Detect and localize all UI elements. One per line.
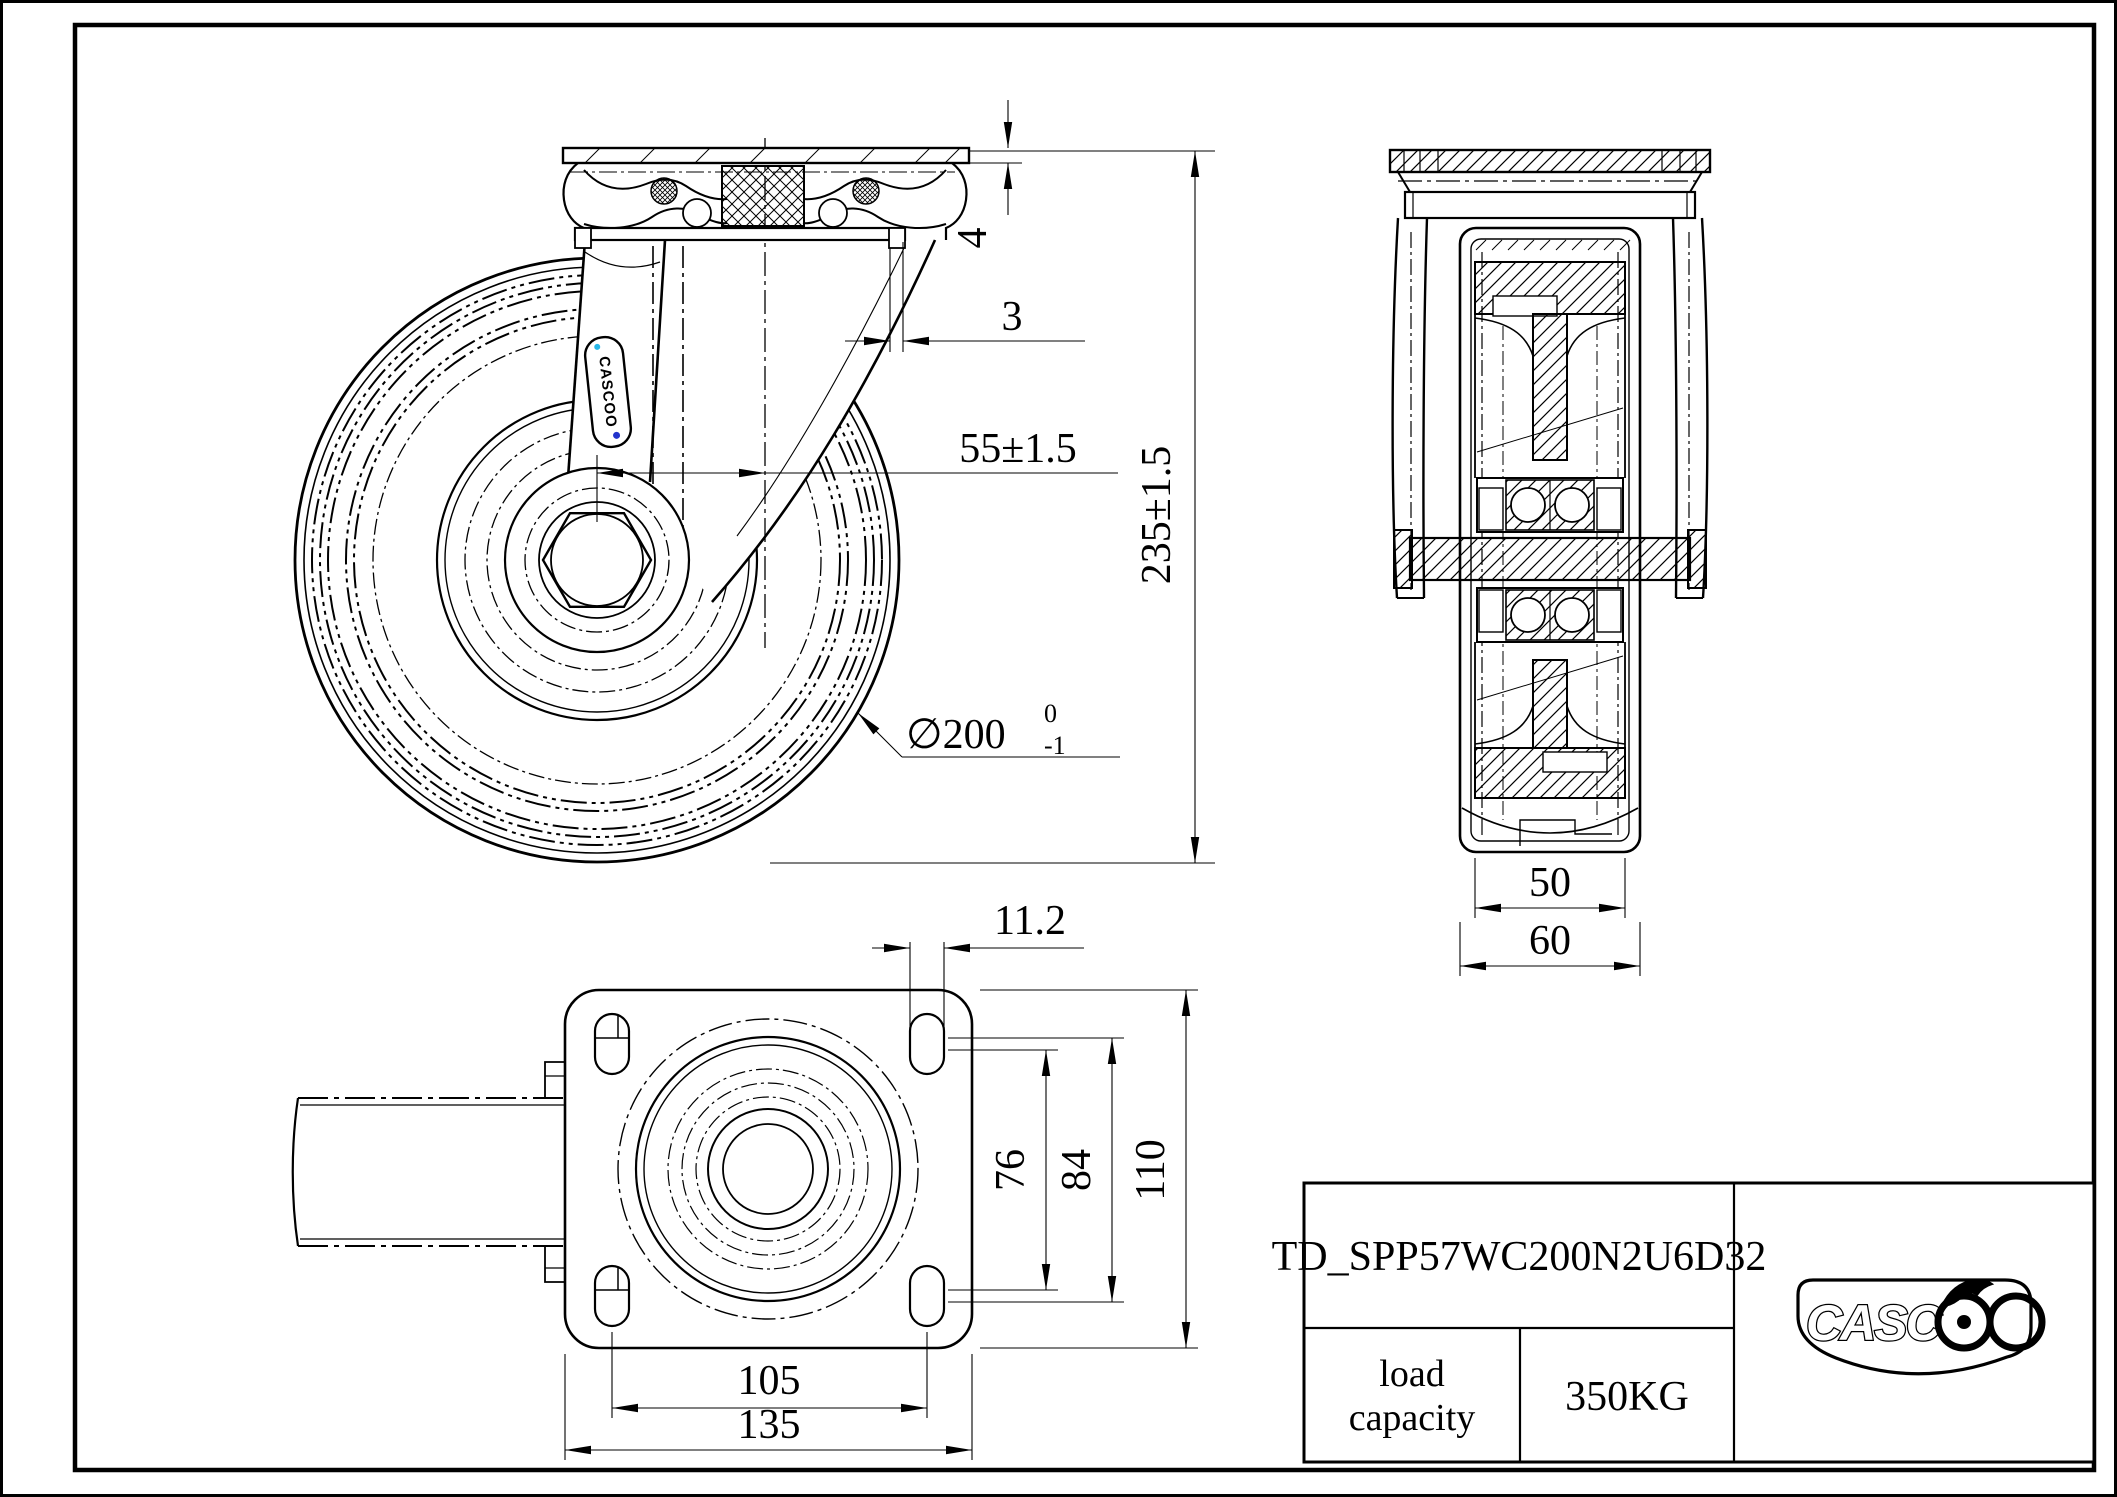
- bolt-slot: [908, 1264, 946, 1328]
- dimensions-side-view: [596, 100, 1215, 864]
- dim-plate-length: 135: [738, 1402, 801, 1448]
- lower-ball-bearing: [682, 198, 712, 228]
- top-plate-section: [561, 146, 971, 165]
- front-view: [1388, 148, 1712, 854]
- dim-wheel-dia-tol-bottom: -1: [1044, 731, 1066, 760]
- bolt-slot: [593, 1264, 631, 1328]
- load-capacity-label-line1: load: [1379, 1353, 1444, 1395]
- load-capacity-value: 350KG: [1565, 1374, 1689, 1420]
- dim-plate-depth: 110: [1128, 1139, 1174, 1200]
- dimension-labels-front: 50 60: [1529, 860, 1571, 964]
- plate-center-circles: [617, 1018, 919, 1320]
- dim-wheel-width: 60: [1529, 918, 1571, 964]
- load-capacity-label-line2: capacity: [1349, 1397, 1476, 1439]
- logo-ring-o: [1986, 1292, 2046, 1352]
- lower-ball-bearing: [818, 198, 848, 228]
- cascoo-logo: CASC: [1796, 1278, 2046, 1376]
- dimensions-plate-view: [564, 942, 1198, 1460]
- bolt-slot: [908, 1012, 946, 1076]
- logo-text: CASC: [1806, 1295, 1943, 1351]
- cascoo-badge: CASCOO: [583, 335, 633, 449]
- upper-ball-bearing: [852, 177, 880, 205]
- part-number: TD_SPP57WC200N2U6D32: [1272, 1234, 1767, 1280]
- side-view: CASCOO: [293, 138, 971, 864]
- swivel-ring: [1403, 190, 1697, 220]
- dim-top-offset: 3: [1002, 294, 1023, 340]
- hub-section: [1474, 261, 1626, 820]
- title-block: TD_SPP57WC200N2U6D32 load capacity 350KG…: [1272, 1181, 2096, 1464]
- wheel-top-view: [291, 1061, 565, 1283]
- dim-bolt-span-x: 105: [738, 1358, 801, 1404]
- dim-bolt-span-outer: 84: [1054, 1149, 1100, 1191]
- logo-swoosh: [1940, 1278, 1995, 1308]
- fork-horn: [648, 232, 937, 603]
- swivel-head: [561, 138, 971, 648]
- axle-section: [1408, 536, 1692, 582]
- badge-accent-dot: [594, 343, 601, 350]
- dimension-labels-side: 4 3 55±1.5 235±1.5 ∅200 0 -1: [906, 228, 1180, 761]
- dim-swivel-offset: 55±1.5: [959, 426, 1077, 472]
- logo-ring-dot: [1957, 1315, 1971, 1329]
- dim-wheel-dia-tol-top: 0: [1044, 699, 1057, 728]
- bearing-ball: [1510, 487, 1546, 523]
- axle-hex-nut: [541, 512, 653, 608]
- dimension-labels-plate: 11.2 76 84 110 105 135: [738, 898, 1175, 1448]
- top-plate-section: [1388, 148, 1712, 174]
- bearing-ball: [1510, 597, 1546, 633]
- dim-tread-width: 50: [1529, 860, 1571, 906]
- mounting-plate: [563, 988, 974, 1350]
- dim-plate-thickness: 4: [950, 228, 996, 249]
- drawing-frame: [72, 22, 2097, 1473]
- dim-wheel-diameter: ∅200: [906, 712, 1006, 758]
- bolt-slot: [593, 1012, 631, 1076]
- dim-slot-width: 11.2: [994, 898, 1066, 944]
- bolt-slots: [593, 1012, 946, 1328]
- bearing-ball: [1554, 597, 1590, 633]
- plate-view: [291, 988, 974, 1350]
- dim-bolt-span-inner: 76: [988, 1149, 1034, 1191]
- badge-accent-dot: [613, 431, 621, 439]
- dim-overall-height: 235±1.5: [1134, 446, 1180, 585]
- wheel-hub: [503, 466, 691, 654]
- bearing-ball: [1554, 487, 1590, 523]
- upper-ball-bearing: [650, 177, 678, 205]
- axle-bearings: [1393, 477, 1707, 643]
- swivel-bottom-flange: [573, 226, 907, 242]
- kingpin-section: [721, 165, 805, 227]
- dimensions-front-view: [1459, 858, 1641, 976]
